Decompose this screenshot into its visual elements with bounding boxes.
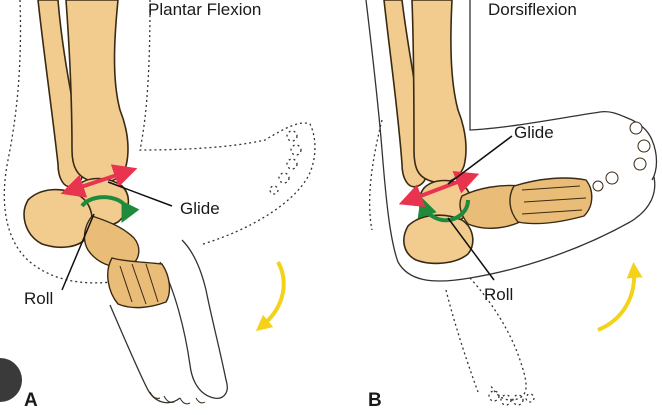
roll-leader-a [61, 213, 95, 291]
panel-dorsiflexion: Dorsiflexion Glide Roll B [365, 0, 658, 411]
panel-b-roll-label: Roll [484, 285, 513, 304]
glide-leader-a [107, 181, 173, 207]
panel-a-glide-label: Glide [180, 199, 220, 218]
leg-skin-outline [3, 0, 316, 284]
roll-leader-b [447, 217, 495, 281]
ghost-toes-b [488, 390, 535, 406]
panel-b-title: Dorsiflexion [488, 0, 577, 19]
metatarsal-seams [119, 263, 159, 305]
shin-outline-b [469, 0, 601, 131]
panel-a-letter: A [24, 390, 38, 411]
panel-a-title: Plantar Flexion [148, 0, 261, 19]
scroll-handle-icon[interactable] [0, 358, 22, 402]
glide-arrow-a [60, 164, 138, 198]
ghost-foot-b [368, 119, 527, 401]
metatarsal-bones-b [509, 177, 593, 225]
tibia-bone [65, 0, 129, 184]
panel-a-roll-label: Roll [24, 289, 53, 308]
calcaneus-bone [23, 188, 93, 249]
metatarsal-seams-b [521, 185, 587, 215]
panel-b-glide-label: Glide [514, 123, 554, 142]
panel-b-letter: B [368, 390, 382, 411]
calcaneus-bone-b [403, 214, 474, 265]
ghost-toes [269, 130, 302, 195]
toes-b [592, 121, 651, 192]
motion-arrow-down [255, 261, 286, 332]
glide-leader-b [447, 135, 513, 185]
panel-plantar-flexion: Plantar Flexion Glide Roll A [3, 0, 316, 411]
roll-arrow-a [80, 195, 140, 223]
roll-arrow-b [417, 196, 470, 223]
foot-outline [159, 239, 228, 399]
toes [149, 391, 206, 405]
glide-arrow-b [398, 171, 480, 207]
foot-outline-back [109, 304, 181, 404]
motion-arrow-up [597, 262, 643, 332]
